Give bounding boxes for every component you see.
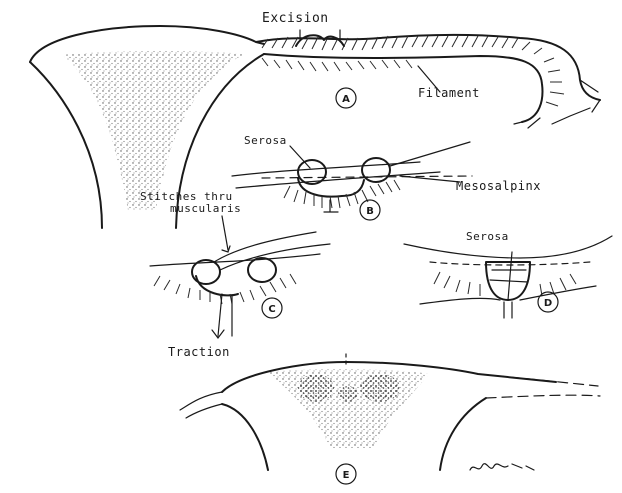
- panel-label-b: B: [366, 206, 374, 217]
- artist-signature: [470, 464, 534, 470]
- panel-label-d: D: [544, 298, 552, 309]
- label-traction: Traction: [168, 345, 230, 359]
- panel-b-drawing: [232, 142, 472, 220]
- panel-label-a: A: [342, 94, 350, 105]
- panel-a-drawing: [30, 26, 600, 228]
- panel-label-e: E: [343, 470, 350, 481]
- panel-e-drawing: [180, 354, 600, 484]
- uterine-cavity-a: [62, 51, 244, 210]
- panel-label-c: C: [268, 304, 275, 315]
- label-excision: Excision: [262, 11, 329, 26]
- label-filament: Filament: [418, 86, 480, 100]
- panel-d-drawing: [404, 236, 612, 318]
- label-stitches-line2: muscularis: [170, 202, 241, 215]
- tube-hatching-a: [262, 36, 564, 106]
- label-serosa-d: Serosa: [466, 230, 509, 243]
- panel-c-drawing: [150, 216, 330, 338]
- label-mesosalpinx: Mesosalpinx: [456, 179, 541, 193]
- uterine-cavity-e: [268, 369, 430, 448]
- label-serosa-b: Serosa: [244, 134, 287, 147]
